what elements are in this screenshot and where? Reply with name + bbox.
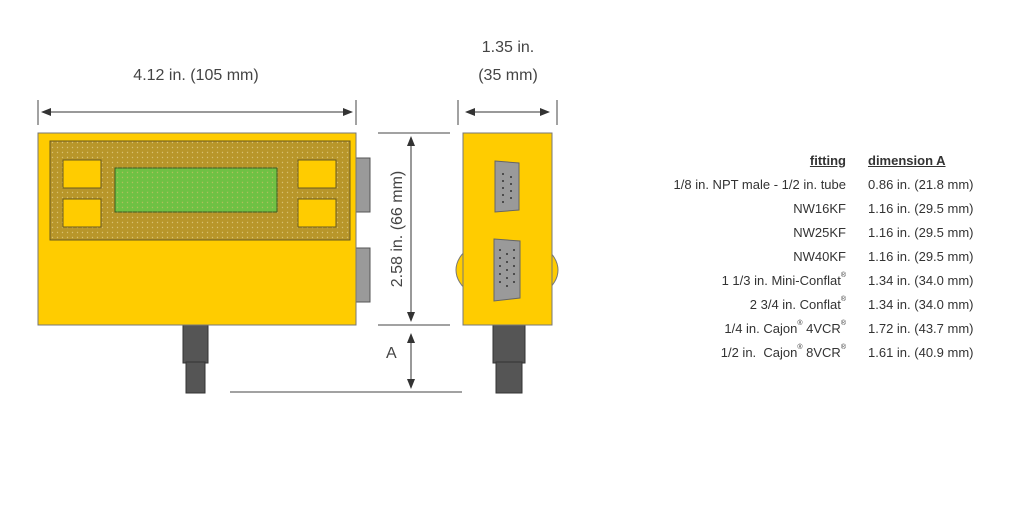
panel-button [297,198,337,228]
fitting-cell: NW16KF [793,200,846,216]
front-width-dimension: 4.12 in. (105 mm) [37,67,357,125]
dimension-header: dimension A [868,152,946,168]
fitting-text: 1/2 in. Cajon [720,345,798,360]
table-row: NW40KF 1.16 in. (29.5 mm) [600,244,974,268]
fitting-cell: NW25KF [793,224,846,240]
table-row: 1 1/3 in. Mini-Conflat® 1.34 in. (34.0 m… [600,268,974,292]
fitting-cell: 2 3/4 in. Conflat® [600,296,846,312]
dimension-cell: 1.16 in. (29.5 mm) [868,200,974,216]
dimension-cell: 1.34 in. (34.0 mm) [868,272,974,288]
fitting-text: 4VCR [802,321,841,336]
side-width-mm-label: (35 mm) [478,67,538,84]
front-width-label: 4.12 in. (105 mm) [133,67,258,84]
side-connector [355,157,371,213]
db9-connector [494,160,520,213]
fitting-text: 2 3/4 in. Conflat [749,297,841,312]
table-row: 1/2 in. Cajon® 8VCR® 1.61 in. (40.9 mm) [600,340,974,364]
dimension-cell: 1.72 in. (43.7 mm) [868,320,974,336]
side-width-dimension: 1.35 in. (35 mm) [457,39,558,125]
fitting-cell: 1/2 in. Cajon® 8VCR® [600,344,846,360]
registered-mark: ® [840,320,846,327]
side-view [455,132,559,394]
fitting-text: 1 1/3 in. Mini-Conflat [721,273,841,288]
fitting-text: 8VCR [802,345,841,360]
fitting-header: fitting [809,152,846,168]
registered-mark: ® [840,344,846,351]
fitting-cell: 1/8 in. NPT male - 1/2 in. tube [673,176,846,192]
fitting-cell: NW40KF [793,248,846,264]
panel-button [297,159,337,189]
dimension-cell: 1.34 in. (34.0 mm) [868,296,974,312]
panel-button [62,159,102,189]
fitting-cell: 1/4 in. Cajon® 4VCR® [600,320,846,336]
registered-mark: ® [797,320,803,327]
table-row: 2 3/4 in. Conflat® 1.34 in. (34.0 mm) [600,292,974,316]
table-row: NW25KF 1.16 in. (29.5 mm) [600,220,974,244]
dimension-a-label: A [386,345,397,362]
height-label: 2.58 in. (66 mm) [389,171,406,287]
registered-mark: ® [840,296,846,303]
table-row: 1/4 in. Cajon® 4VCR® 1.72 in. (43.7 mm) [600,316,974,340]
dimension-cell: 1.16 in. (29.5 mm) [868,224,974,240]
side-width-in-label: 1.35 in. [482,39,534,56]
front-view [37,132,371,394]
table-row: NW16KF 1.16 in. (29.5 mm) [600,196,974,220]
panel-button [62,198,102,228]
height-dimension: 2.58 in. (66 mm) A [230,132,462,393]
table-header: fitting dimension A [600,148,974,172]
fitting-cell: 1 1/3 in. Mini-Conflat® [600,272,846,288]
dimension-cell: 1.61 in. (40.9 mm) [868,344,974,360]
dimension-cell: 0.86 in. (21.8 mm) [868,176,974,192]
table-row: 1/8 in. NPT male - 1/2 in. tube 0.86 in.… [600,172,974,196]
registered-mark: ® [797,344,803,351]
registered-mark: ® [840,272,846,279]
fitting-text: 1/4 in. Cajon [724,321,798,336]
side-connector [355,247,371,303]
fitting-dimension-table: fitting dimension A 1/8 in. NPT male - 1… [600,148,974,364]
dimension-cell: 1.16 in. (29.5 mm) [868,248,974,264]
